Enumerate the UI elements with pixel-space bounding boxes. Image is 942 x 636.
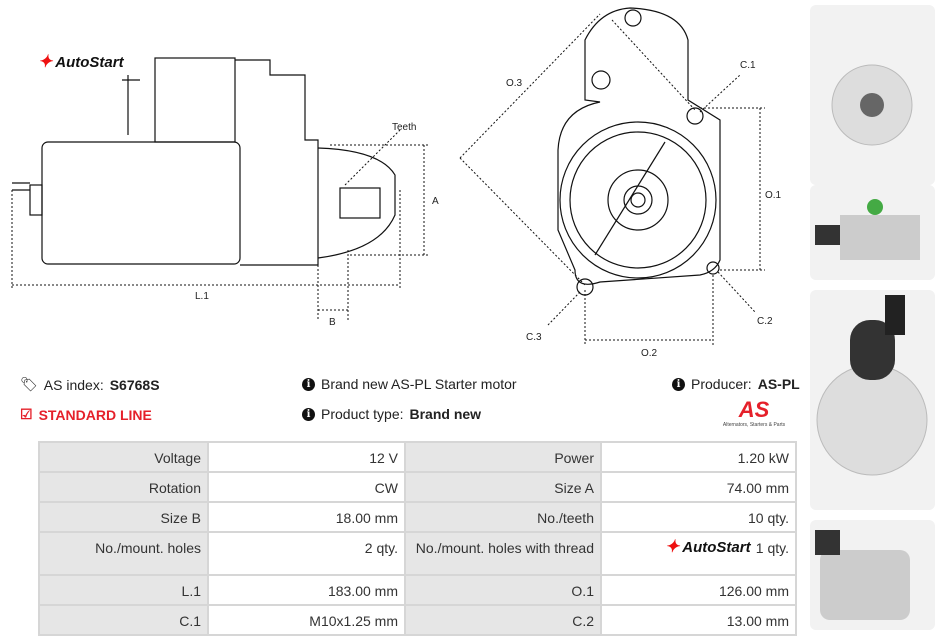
technical-drawing: Teeth A B L.1 O.3 C.1 O.1 C.2 C.3 O.2 (11, 7, 782, 359)
bolt-icon: ✦ (38, 52, 53, 71)
spec-value: 126.00 mm (600, 574, 797, 606)
spec-label: Rotation (38, 471, 209, 503)
standard-line-badge: ☑STANDARD LINE (20, 406, 152, 423)
label-o3: O.3 (506, 78, 523, 89)
info-icon: i (302, 377, 315, 391)
as-index: 🏷 AS index:S6768S (20, 376, 160, 393)
spec-value: 12 V (207, 441, 406, 473)
bolt-icon: ✦ (665, 537, 680, 556)
label-o1: O.1 (765, 190, 782, 201)
spec-value: 10 qty. (600, 501, 797, 533)
spec-value: 1 qty. (600, 531, 797, 576)
spec-label: No./teeth (404, 501, 602, 533)
spec-label: Size A (404, 471, 602, 503)
spec-label: O.1 (404, 574, 602, 606)
product-photo-rear (810, 290, 935, 510)
product-photo-side-2 (810, 520, 935, 630)
spec-label: No./mount. holes with thread (404, 531, 602, 576)
info-icon: i (672, 377, 685, 391)
spec-value: 2 qty. (207, 531, 406, 576)
spec-value: 18.00 mm (207, 501, 406, 533)
spec-label: C.1 (38, 604, 209, 636)
autostart-logo: ✦AutoStart (38, 52, 124, 71)
label-b: B (329, 317, 336, 328)
spec-label: Voltage (38, 441, 209, 473)
spec-label: L.1 (38, 574, 209, 606)
spec-value: 183.00 mm (207, 574, 406, 606)
spec-value: 13.00 mm (600, 604, 797, 636)
spec-value: 74.00 mm (600, 471, 797, 503)
product-photo-side (810, 185, 935, 280)
as-pl-logo: AS Alternators, Starters & Parts (722, 397, 786, 429)
spec-label: No./mount. holes (38, 531, 209, 576)
spec-value: 1.20 kW (600, 441, 797, 473)
label-l1: L.1 (195, 291, 209, 302)
tag-icon: 🏷 (20, 376, 38, 392)
info-icon: i (302, 407, 315, 421)
label-a: A (432, 196, 439, 207)
label-c3: C.3 (526, 332, 542, 343)
autostart-watermark-logo: ✦AutoStart (665, 537, 751, 556)
spec-label: Power (404, 441, 602, 473)
spec-value: CW (207, 471, 406, 503)
label-c1: C.1 (740, 60, 756, 71)
label-c2: C.2 (757, 316, 773, 327)
spec-label: Size B (38, 501, 209, 533)
product-photo-front (810, 5, 935, 185)
spec-label: C.2 (404, 604, 602, 636)
label-teeth: Teeth (392, 122, 416, 133)
spec-value: M10x1.25 mm (207, 604, 406, 636)
label-o2: O.2 (641, 348, 658, 359)
checkbox-icon: ☑ (20, 406, 33, 422)
